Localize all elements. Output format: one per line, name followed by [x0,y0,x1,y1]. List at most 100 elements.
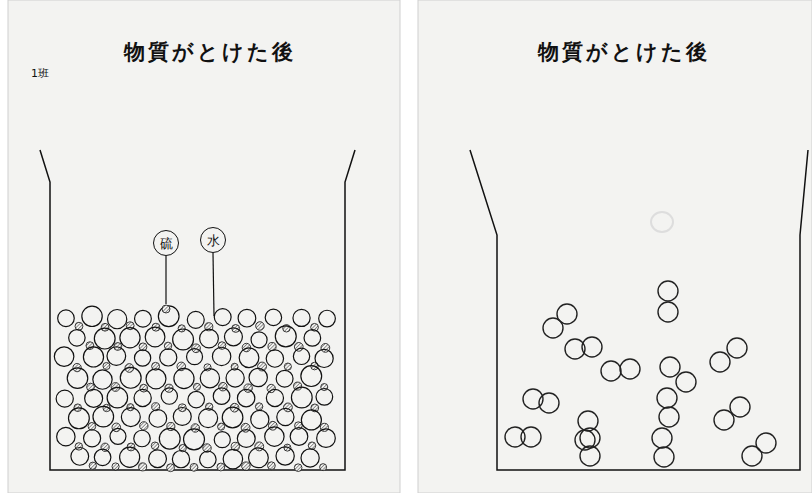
water-particle [58,310,75,327]
water-particle [161,388,177,404]
water-particle [121,408,140,427]
water-particle [173,329,194,350]
particle [742,446,762,466]
water-particle [200,369,219,388]
water-particle [304,330,321,347]
solute-particle [75,322,83,330]
water-particle [93,370,112,389]
water-particle [251,410,269,428]
solute-particle [140,384,148,392]
water-particle [265,309,281,325]
water-particle [145,327,165,347]
water-particle [172,450,189,467]
label-text: 水 [207,234,220,247]
solute-particle [308,442,316,450]
solute-particle [101,443,109,451]
water-particle [293,348,309,364]
water-particle [266,389,283,406]
paper-sheet [8,0,400,493]
solute-particle [162,305,170,313]
water-particle [184,429,205,450]
water-particle [239,348,259,368]
water-particle [316,389,333,406]
solute-particle [190,463,198,471]
solute-particle [151,442,159,450]
water-particle [71,447,89,465]
particle [658,302,678,322]
water-particle [293,309,310,326]
water-particle [200,451,217,468]
leader-line [165,256,166,304]
water-particle [266,350,283,367]
beaker-outline [40,150,355,470]
group-label: 1班 [31,66,49,81]
solute-particle [103,362,110,369]
water-particle [67,368,88,389]
water-particle [54,347,74,367]
water-particle [107,387,127,407]
water-particle [212,347,230,365]
water-particle [57,427,75,445]
water-particle [213,388,230,405]
sheet-title: 物質がとけた後 [538,38,710,66]
particle [601,361,621,381]
particle [676,372,696,392]
label-circle: 水 [200,227,226,253]
particle [521,427,541,447]
water-particle [249,368,267,386]
solute-particle [294,382,302,390]
particle [710,352,730,372]
solute-particle [167,464,175,472]
water-particle [158,306,179,327]
particle [539,393,559,413]
paper-sheet [418,0,812,493]
water-particle [188,391,205,408]
water-particle [159,428,180,449]
solute-particle [256,322,265,331]
water-particle [317,429,336,448]
particle [652,428,672,448]
water-particle [107,309,126,328]
water-particle [110,428,126,444]
water-particle [85,389,103,407]
solute-particle [178,325,185,332]
particle [727,338,747,358]
particle [658,281,678,301]
water-particle [68,408,89,429]
water-particle [276,370,293,387]
beaker-outline [470,150,808,470]
solute-particle [242,462,250,470]
water-particle [149,410,167,428]
solute-particle [88,422,96,430]
solute-particle [191,424,199,432]
solute-particle [284,363,291,370]
water-particle [199,409,218,428]
water-particle [237,389,254,406]
particle [543,318,563,338]
solute-particle [268,421,277,430]
solute-particle [75,443,82,450]
water-particle [291,387,312,408]
water-particle [134,430,150,446]
water-particle [251,332,267,348]
water-particle [146,369,166,389]
water-particle [107,347,126,366]
particle [620,359,640,379]
water-particle [276,447,294,465]
water-particle [265,427,284,446]
water-particle [94,449,111,466]
water-particle [319,310,336,327]
water-particle [56,390,73,407]
particle [659,407,679,427]
solute-particle [140,422,148,430]
leader-line [213,253,214,316]
water-particle [84,430,101,447]
particle [730,397,750,417]
water-particle [222,407,243,428]
solute-particle [101,323,109,331]
water-particle [134,389,151,406]
water-particle [249,448,269,468]
water-particle [223,449,242,468]
solute-particle [112,463,119,470]
water-particle [120,328,140,348]
